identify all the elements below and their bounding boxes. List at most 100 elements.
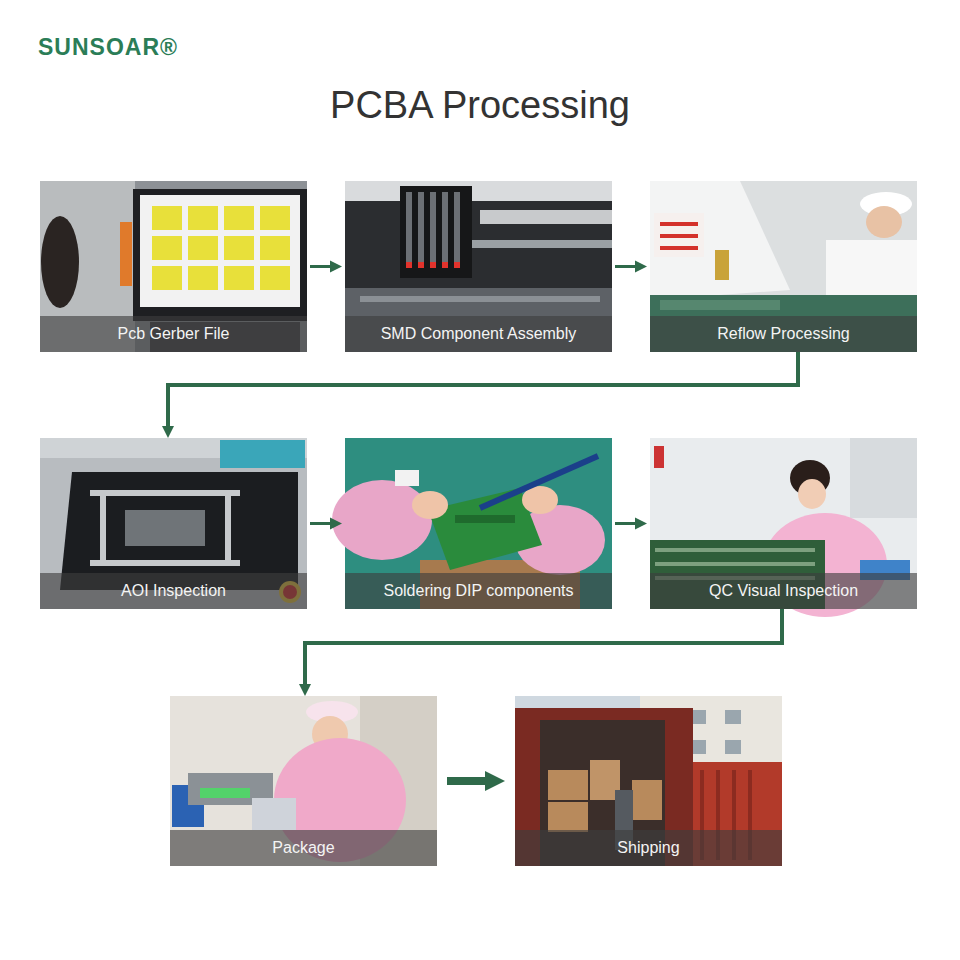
smd-machine-photo-shape: [345, 181, 612, 352]
reflow-photo-shape: [660, 234, 698, 238]
smd-machine-photo-shape: [454, 192, 460, 262]
qc-inspection-photo-shape: [655, 562, 815, 566]
gerber-photo-shape: [188, 266, 218, 290]
qc-inspection-photo-shape: [798, 479, 826, 509]
package-photo-shape: [170, 696, 437, 866]
shipping-photo-shape: [725, 740, 741, 754]
smd-machine-photo-shape: [345, 288, 612, 352]
aoi-machine-photo: [40, 438, 307, 609]
gerber-photo-shape: [41, 216, 79, 308]
flow-arrow: [447, 777, 485, 785]
reflow-photo-shape: [654, 213, 704, 257]
package-photo: [170, 696, 437, 866]
gerber-photo-shape: [188, 236, 218, 260]
shipping-photo: [515, 696, 782, 866]
reflow-photo: [650, 181, 917, 352]
gerber-photo-shape: [152, 206, 182, 230]
reflow-photo-shape: [660, 222, 698, 226]
step-caption: AOI Inspection: [121, 581, 226, 601]
gerber-photo: [40, 181, 307, 352]
aoi-machine-photo-shape: [90, 560, 240, 566]
package-photo-shape: [252, 798, 296, 830]
process-photo-tile: Reflow Processing: [650, 181, 917, 352]
reflow-photo-shape: [866, 206, 902, 238]
flow-arrow: [310, 522, 330, 525]
smd-machine-photo-shape: [418, 192, 424, 262]
package-photo-shape: [200, 788, 250, 798]
caption-band: Pcb Gerber File: [40, 316, 307, 352]
smd-machine-photo-shape: [360, 296, 600, 302]
gerber-photo-shape: [120, 222, 132, 286]
step-caption: Soldering DIP components: [383, 581, 573, 601]
flow-arrow: [615, 522, 635, 525]
qc-inspection-photo-shape: [650, 438, 917, 609]
smd-machine-photo-shape: [480, 210, 612, 224]
aoi-machine-photo-shape: [220, 440, 305, 468]
step-caption: Package: [272, 838, 334, 858]
caption-band: Soldering DIP components: [345, 573, 612, 609]
caption-band: Shipping: [515, 830, 782, 866]
dip-soldering-photo-shape: [332, 480, 432, 560]
shipping-photo-shape: [515, 696, 782, 866]
smd-machine-photo-shape: [454, 262, 460, 268]
process-photo-tile: Package: [170, 696, 437, 866]
step-caption: SMD Component Assembly: [381, 324, 577, 344]
process-photo-tile: SMD Component Assembly: [345, 181, 612, 352]
aoi-machine-photo-shape: [40, 438, 307, 609]
flow-arrow: [168, 352, 798, 426]
smd-machine-photo-shape: [472, 240, 612, 248]
process-photo-tile: AOI Inspection: [40, 438, 307, 609]
caption-band: Reflow Processing: [650, 316, 917, 352]
caption-band: AOI Inspection: [40, 573, 307, 609]
step-caption: Pcb Gerber File: [117, 324, 229, 344]
gerber-photo-shape: [224, 206, 254, 230]
caption-band: SMD Component Assembly: [345, 316, 612, 352]
dip-soldering-photo-shape: [412, 491, 448, 519]
aoi-machine-photo-shape: [125, 510, 205, 546]
process-photo-tile: Pcb Gerber File: [40, 181, 307, 352]
reflow-photo-shape: [660, 246, 698, 250]
gerber-photo-shape: [224, 266, 254, 290]
smd-machine-photo-shape: [400, 186, 472, 278]
step-caption: QC Visual Inspection: [709, 581, 858, 601]
process-photo-tile: QC Visual Inspection: [650, 438, 917, 609]
smd-machine-photo-shape: [430, 192, 436, 262]
dip-soldering-photo-shape: [480, 456, 598, 508]
aoi-machine-photo-shape: [100, 490, 106, 566]
shipping-photo-shape: [548, 802, 588, 832]
flow-arrow: [310, 265, 330, 268]
caption-band: QC Visual Inspection: [650, 573, 917, 609]
smd-machine-photo-shape: [442, 192, 448, 262]
qc-inspection-photo: [650, 438, 917, 617]
flow-arrow: [305, 609, 782, 684]
dip-soldering-photo-shape: [455, 515, 515, 523]
gerber-photo-shape: [140, 195, 300, 307]
reflow-photo-shape: [660, 300, 780, 310]
qc-inspection-photo-shape: [850, 438, 917, 518]
gerber-photo-shape: [260, 236, 290, 260]
gerber-photo-shape: [152, 236, 182, 260]
smd-machine-photo-shape: [430, 262, 436, 268]
smd-machine-photo: [345, 181, 612, 352]
dip-soldering-photo-shape: [395, 470, 419, 486]
smd-machine-photo-shape: [345, 181, 612, 201]
shipping-photo-shape: [548, 770, 588, 800]
flow-arrow: [615, 265, 635, 268]
process-photo-tile: Soldering DIP components: [345, 438, 612, 609]
reflow-photo-shape: [650, 181, 790, 300]
shipping-photo-shape: [632, 780, 662, 820]
gerber-photo-shape: [260, 266, 290, 290]
aoi-machine-photo-shape: [90, 490, 240, 496]
reflow-photo-shape: [650, 295, 917, 352]
process-photo-tile: Shipping: [515, 696, 782, 866]
smd-machine-photo-shape: [406, 192, 412, 262]
step-caption: Shipping: [617, 838, 679, 858]
reflow-photo-shape: [650, 181, 917, 352]
gerber-photo-shape: [188, 206, 218, 230]
aoi-machine-photo-shape: [40, 458, 307, 609]
qc-inspection-photo-shape: [655, 548, 815, 552]
gerber-photo-shape: [133, 189, 307, 321]
